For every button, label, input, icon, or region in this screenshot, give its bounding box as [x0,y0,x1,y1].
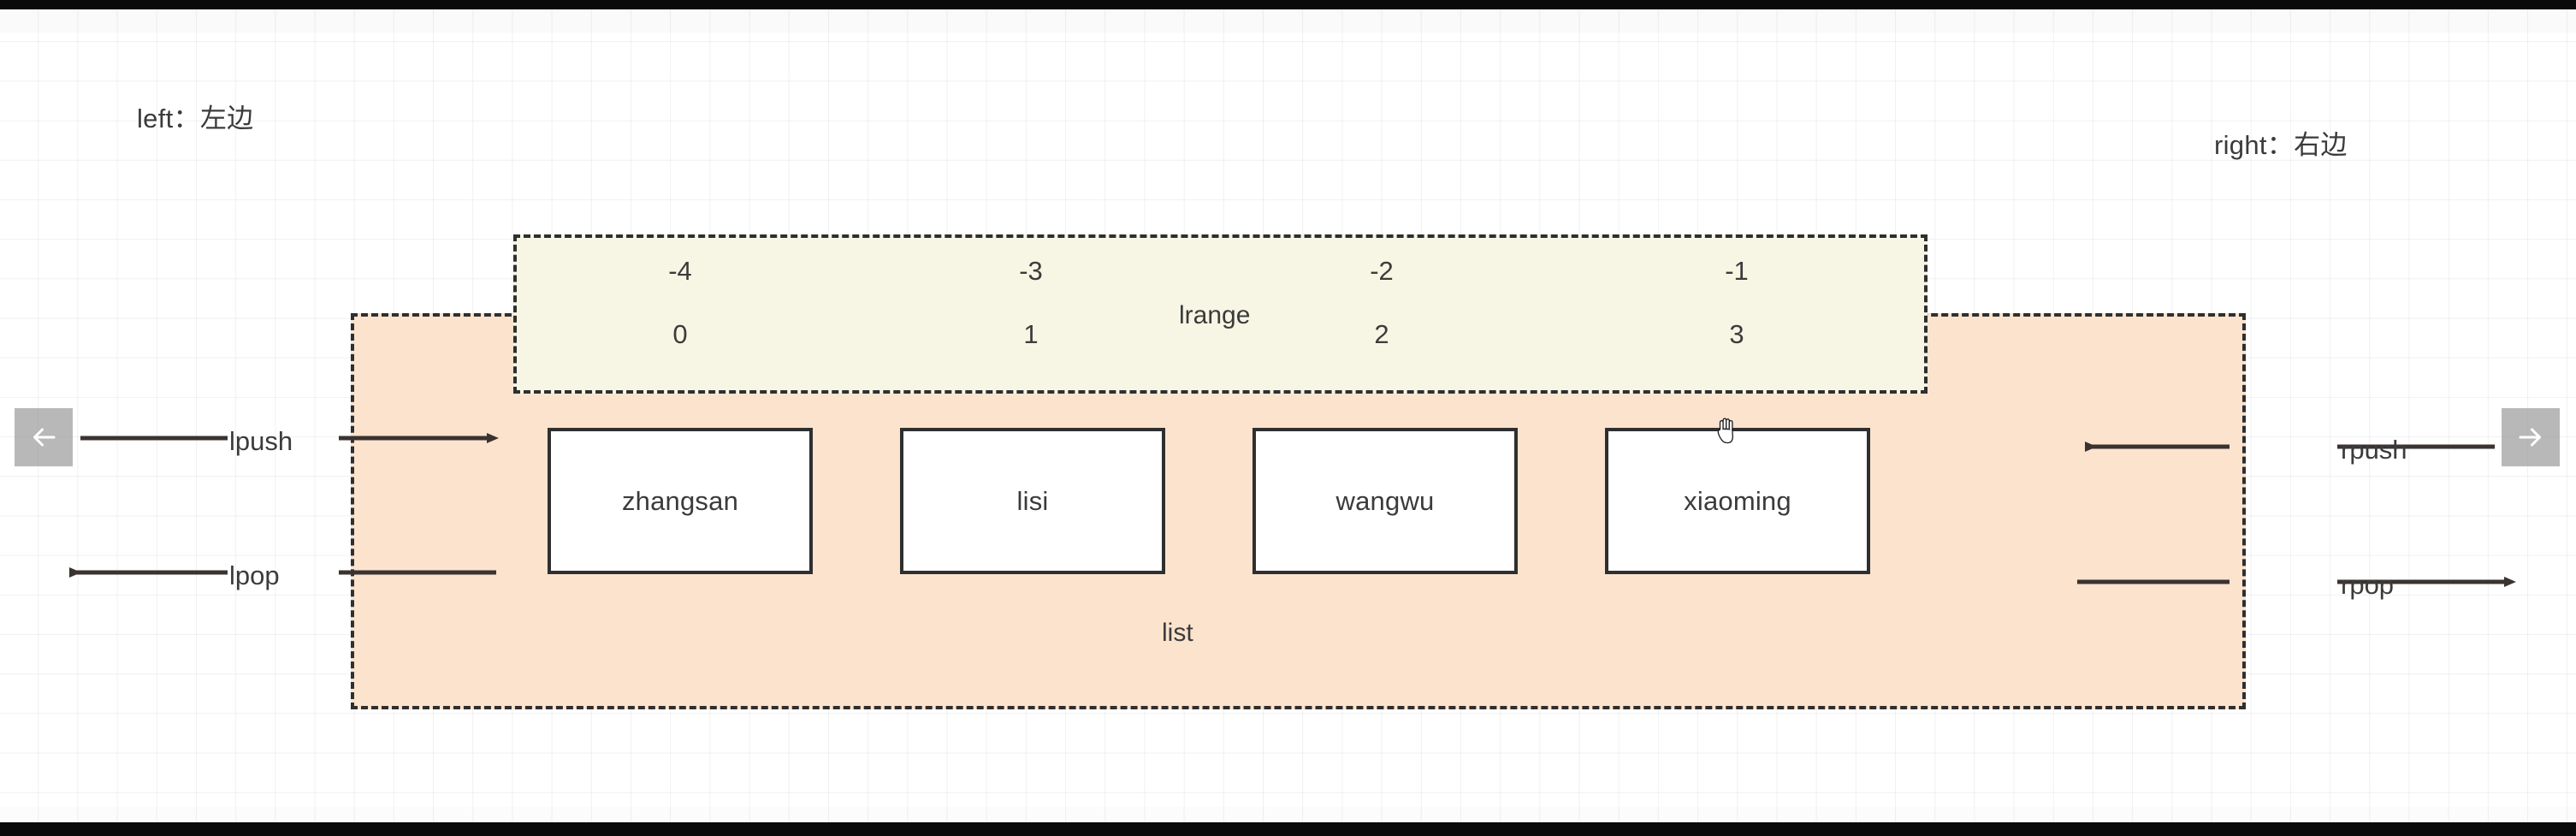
right-side-label: right：右边 [2214,130,2348,160]
list-item-box-2[interactable]: wangwu [1252,428,1518,574]
positive-index-3: 3 [1729,319,1744,349]
lrange-container[interactable] [513,234,1928,394]
arrow-right-icon [2515,422,2546,453]
rpop-label: rpop [2341,570,2395,600]
prev-slide-button[interactable] [15,408,73,466]
canvas-top-band [0,9,2576,33]
positive-index-2: 2 [1374,319,1389,349]
lpush-label: lpush [229,426,293,456]
list-item-label-1: lisi [1016,485,1049,516]
list-item-box-0[interactable]: zhangsan [548,428,813,574]
left-side-label: left：左边 [137,104,254,133]
list-item-label-3: xiaoming [1684,485,1791,516]
top-chrome-bar [0,0,2576,9]
list-item-box-1[interactable]: lisi [900,428,1165,574]
canvas-bottom-band [0,807,2576,822]
diagram-canvas[interactable]: left：左边 right：右边 list lrange -4 -3 -2 -1… [0,9,2576,822]
arrow-left-icon [28,422,59,453]
list-item-label-2: wangwu [1335,485,1435,516]
list-item-box-3[interactable]: xiaoming [1605,428,1870,574]
positive-index-0: 0 [672,319,688,349]
negative-index-1: -3 [1019,256,1043,286]
next-slide-button[interactable] [2502,408,2560,466]
rpush-label: rpush [2341,435,2407,465]
lrange-container-caption: lrange [1179,301,1251,329]
list-item-label-0: zhangsan [621,485,739,516]
lpop-label: lpop [229,560,280,590]
bottom-chrome-bar [0,822,2576,836]
negative-index-3: -1 [1725,256,1749,286]
negative-index-0: -4 [668,256,692,286]
negative-index-2: -2 [1370,256,1394,286]
positive-index-1: 1 [1023,319,1039,349]
list-container-caption: list [1162,619,1193,647]
